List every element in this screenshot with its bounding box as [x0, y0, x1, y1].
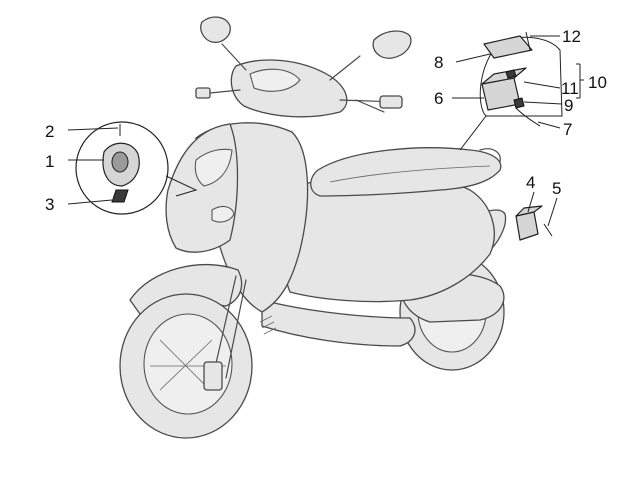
grab-handle — [479, 148, 501, 163]
grip-left — [195, 87, 211, 99]
callout-4: 4 — [526, 173, 535, 192]
seat-shading — [329, 165, 491, 183]
battery-cover — [483, 35, 533, 59]
regulator-screw — [543, 223, 553, 237]
scooter-illustration — [119, 16, 507, 439]
mirror-left — [200, 16, 247, 71]
brake-lever — [355, 99, 385, 113]
fuse — [505, 69, 517, 79]
side-emblem — [259, 315, 277, 335]
front-shield — [165, 123, 239, 253]
mirror-right — [329, 30, 412, 81]
front-indicator — [211, 205, 235, 223]
leader-lines — [67, 35, 584, 227]
horn-cone — [111, 151, 129, 173]
battery-detail-pointer — [459, 115, 487, 151]
headlight — [249, 68, 301, 92]
callout-8: 8 — [434, 53, 443, 72]
callout-numbers: 1 2 3 4 5 6 7 8 9 10 11 12 — [45, 27, 607, 214]
regulator-top — [515, 205, 543, 217]
cover-screw — [525, 31, 531, 51]
battery-detail — [459, 31, 563, 151]
callout-9: 9 — [564, 96, 573, 115]
front-wheel — [119, 293, 253, 439]
callout-12: 12 — [562, 27, 581, 46]
callout-3: 3 — [45, 195, 54, 214]
battery-terminal — [513, 97, 525, 109]
battery-cable — [515, 107, 541, 127]
floorboard — [261, 299, 416, 347]
horn-detail-pointer — [165, 175, 198, 197]
callout-1: 1 — [45, 152, 54, 171]
callout-11: 11 — [561, 79, 579, 98]
front-fork — [213, 275, 247, 379]
horn-bracket — [111, 189, 129, 203]
brake-caliper — [203, 361, 223, 391]
callout-5: 5 — [552, 179, 561, 198]
grip-right — [379, 95, 403, 109]
seat — [310, 147, 502, 197]
callout-6: 6 — [434, 89, 443, 108]
horn-detail — [75, 121, 198, 215]
callout-10: 10 — [588, 73, 607, 92]
callout-7: 7 — [563, 120, 572, 139]
front-vent — [194, 148, 233, 187]
regulator-detail — [515, 205, 553, 241]
callout-2: 2 — [45, 122, 54, 141]
regulator — [515, 211, 539, 241]
